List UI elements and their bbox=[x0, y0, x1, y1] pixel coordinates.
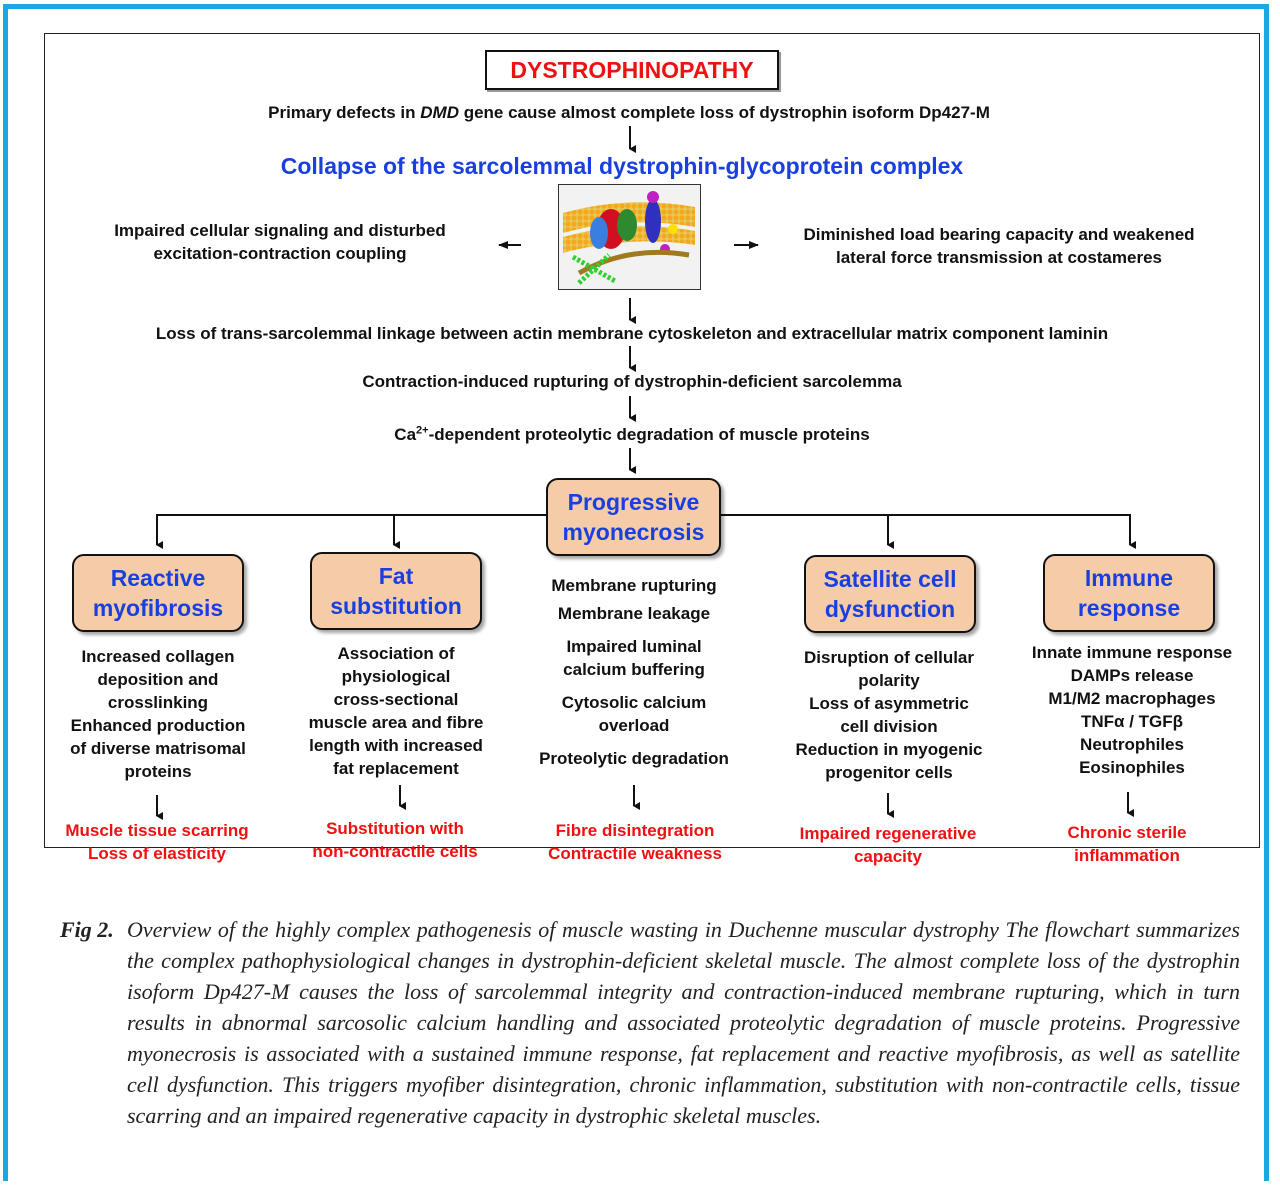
rupturing-text: Contraction-induced rupturing of dystrop… bbox=[362, 372, 902, 391]
diagram-panel bbox=[44, 33, 1260, 848]
caption-text: Overview of the highly complex pathogene… bbox=[127, 917, 1240, 1128]
collapse-heading: Collapse of the sarcolemmal dystrophin-g… bbox=[280, 153, 964, 179]
right-effect-text: Diminished load bearing capacity and wea… bbox=[803, 225, 1195, 267]
primary-defect-text: Primary defects in DMD gene cause almost… bbox=[268, 103, 990, 122]
membrane-protein-complex-icon bbox=[558, 184, 701, 290]
diagram-title: DYSTROPHINOPATHY bbox=[485, 50, 779, 90]
caption-label: Fig 2. bbox=[60, 917, 114, 942]
calcium-text: Ca2+-dependent proteolytic degradation o… bbox=[394, 424, 870, 444]
left-effect-text: Impaired cellular signaling and disturbe… bbox=[114, 221, 446, 263]
figure-frame bbox=[3, 4, 1269, 1181]
flow-connectors bbox=[156, 126, 1136, 820]
myonecrosis-details: Membrane rupturing Membrane leakage Impa… bbox=[539, 576, 729, 768]
loss-linkage-text: Loss of trans-sarcolemmal linkage betwee… bbox=[155, 324, 1109, 343]
